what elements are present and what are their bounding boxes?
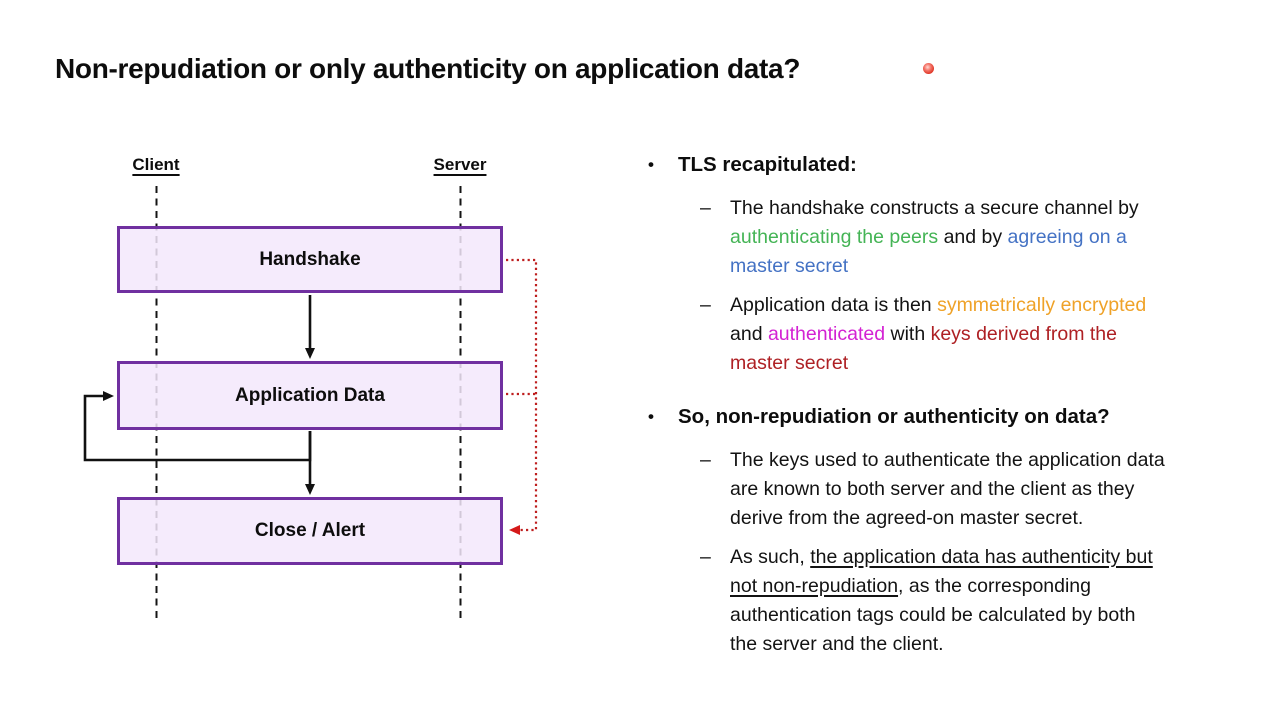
text-line: and authenticated with keys derived from… xyxy=(730,320,1146,349)
text-line: The keys used to authenticate the applic… xyxy=(730,446,1165,475)
dash-marker: – xyxy=(700,294,711,316)
text-segment: agreeing on a xyxy=(1007,226,1127,248)
sub-bullet-text: Application data is then symmetrically e… xyxy=(730,291,1146,378)
text-line: not non-repudiation, as the correspondin… xyxy=(730,572,1153,601)
bullet-heading: • TLS recapitulated: xyxy=(648,150,1248,179)
text-segment: master secret xyxy=(730,352,849,374)
text-segment: are known to both server and the client … xyxy=(730,478,1135,500)
sub-bullet: –Application data is then symmetrically … xyxy=(700,291,1248,378)
text-line: are known to both server and the client … xyxy=(730,475,1165,504)
red-dotted-handshake-to-close xyxy=(506,258,538,535)
text-line: derive from the agreed-on master secret. xyxy=(730,504,1165,533)
text-segment: authenticated xyxy=(767,323,886,345)
box-handshake: Handshake xyxy=(117,226,503,293)
text-line: master secret xyxy=(730,349,1146,378)
text-segment: The keys used to authenticate the applic… xyxy=(730,449,1165,471)
text-segment: master secret xyxy=(730,255,849,277)
laser-pointer-dot xyxy=(923,63,934,74)
text-segment: with xyxy=(885,323,931,345)
sub-bullet: –The keys used to authenticate the appli… xyxy=(700,446,1248,533)
text-segment: Application data is then xyxy=(730,294,938,316)
text-segment: keys derived from the xyxy=(930,323,1117,345)
text-segment: derive from the agreed-on master secret. xyxy=(730,507,1084,529)
text-segment: the application data has authenticity bu… xyxy=(810,546,1153,568)
box-close-alert: Close / Alert xyxy=(117,497,503,565)
bullet-heading-text: TLS recapitulated: xyxy=(678,153,857,176)
text-line: master secret xyxy=(730,252,1139,281)
text-line: authentication tags could be calculated … xyxy=(730,601,1153,630)
text-line: As such, the application data has authen… xyxy=(730,543,1153,572)
box-application-data: Application Data xyxy=(117,361,503,430)
text-line: authenticating the peers and by agreeing… xyxy=(730,223,1139,252)
dash-marker: – xyxy=(700,197,711,219)
sub-bullet: –The handshake constructs a secure chann… xyxy=(700,194,1248,281)
text-segment: symmetrically encrypted xyxy=(937,294,1147,316)
bullet-group: • So, non-repudiation or authenticity on … xyxy=(648,402,1248,659)
text-segment: authenticating the peers xyxy=(730,226,939,248)
bullet-heading-text: So, non-repudiation or authenticity on d… xyxy=(678,405,1110,428)
dash-marker: – xyxy=(700,449,711,471)
bullet-marker: • xyxy=(648,407,654,426)
bullet-marker: • xyxy=(648,155,654,174)
content-root: •TLS recapitulated:–The handshake constr… xyxy=(648,150,1248,659)
dash-marker: – xyxy=(700,546,711,568)
text-segment: As such, xyxy=(730,546,811,568)
text-segment: not non-repudiation xyxy=(730,575,899,597)
text-line: Application data is then symmetrically e… xyxy=(730,291,1146,320)
text-segment: authentication tags could be calculated … xyxy=(730,604,1136,626)
text-line: the server and the client. xyxy=(730,630,1153,659)
text-line: The handshake constructs a secure channe… xyxy=(730,194,1139,223)
actor-client: Client xyxy=(132,155,180,174)
sub-bullet-text: The keys used to authenticate the applic… xyxy=(730,446,1165,533)
bullet-group: •TLS recapitulated:–The handshake constr… xyxy=(648,150,1248,378)
text-segment: , as the corresponding xyxy=(898,575,1091,597)
sub-bullet: –As such, the application data has authe… xyxy=(700,543,1248,659)
text-segment: and xyxy=(730,323,768,345)
text-segment: The handshake constructs a secure channe… xyxy=(730,197,1139,219)
bullet-heading: • So, non-repudiation or authenticity on … xyxy=(648,402,1248,431)
slide-title: Non-repudiation or only authenticity on … xyxy=(55,53,801,84)
sub-bullet-text: As such, the application data has authen… xyxy=(730,543,1153,659)
actor-server: Server xyxy=(433,155,487,174)
text-segment: and by xyxy=(938,226,1008,248)
text-segment: the server and the client. xyxy=(730,633,944,655)
sub-bullet-text: The handshake constructs a secure channe… xyxy=(730,194,1139,281)
